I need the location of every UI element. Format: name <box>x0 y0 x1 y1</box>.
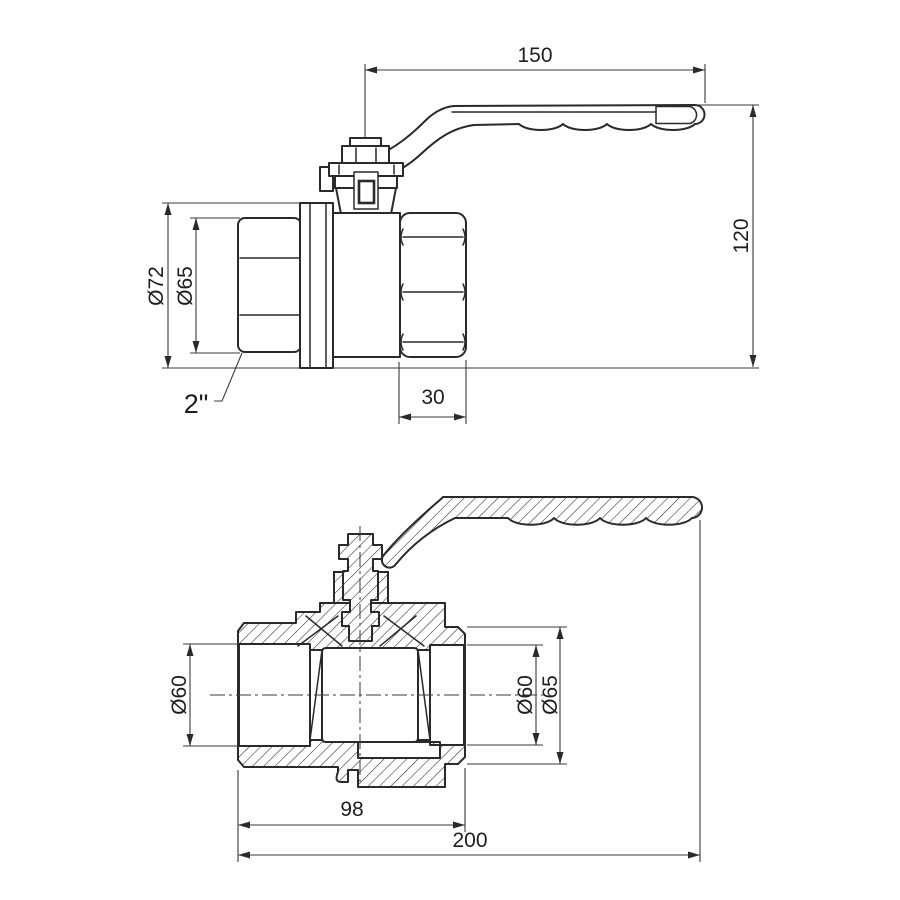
dim-total-length: 200 <box>238 829 700 859</box>
dim-flange-od-label: Ø72 <box>145 266 168 306</box>
dim-height-label: 120 <box>730 218 753 253</box>
dim-hex-length: 30 <box>399 386 466 421</box>
section-handle <box>380 496 704 569</box>
valve-body-side <box>237 202 467 369</box>
handle-grip-end <box>655 105 698 125</box>
hex-end <box>399 212 467 358</box>
flange-ring <box>299 202 334 369</box>
dim-bore-right-label: Ø60 <box>514 675 537 715</box>
dim-total-length-label: 200 <box>452 829 487 852</box>
valve-handle <box>371 104 706 177</box>
stem-flat <box>357 179 376 205</box>
dim-flange-od: Ø72 <box>145 203 172 368</box>
bottom-view: Ø60 Ø60 Ø65 98 200 <box>168 496 704 862</box>
dim-bore-left-label: Ø60 <box>168 675 191 715</box>
dim-thread-callout: 2" <box>184 352 243 419</box>
dim-thread-label: 2" <box>184 389 209 419</box>
top-view: 150 120 Ø72 Ø65 2" 30 <box>145 44 759 424</box>
dim-bore-left: Ø60 <box>168 644 194 746</box>
dim-body-length: 98 <box>238 798 465 829</box>
dim-union-od-label: Ø65 <box>174 266 197 306</box>
center-body <box>332 212 401 358</box>
dim-hex-length-label: 30 <box>421 386 444 409</box>
dim-handle-length-label: 150 <box>517 44 552 67</box>
stem-assembly <box>319 137 404 215</box>
bottom-view-extension-lines <box>183 520 701 862</box>
dim-port-od: Ø65 <box>539 627 564 764</box>
dim-port-od-label: Ø65 <box>539 675 562 715</box>
dim-height: 120 <box>730 105 757 367</box>
stem-nut <box>341 145 390 165</box>
hex-flats <box>400 228 466 351</box>
dim-union-od: Ø65 <box>174 218 200 353</box>
dim-handle-length: 150 <box>365 44 705 74</box>
union-nut-cylinder <box>237 217 302 353</box>
dim-body-length-label: 98 <box>340 798 363 821</box>
dim-bore-right: Ø60 <box>514 645 540 745</box>
